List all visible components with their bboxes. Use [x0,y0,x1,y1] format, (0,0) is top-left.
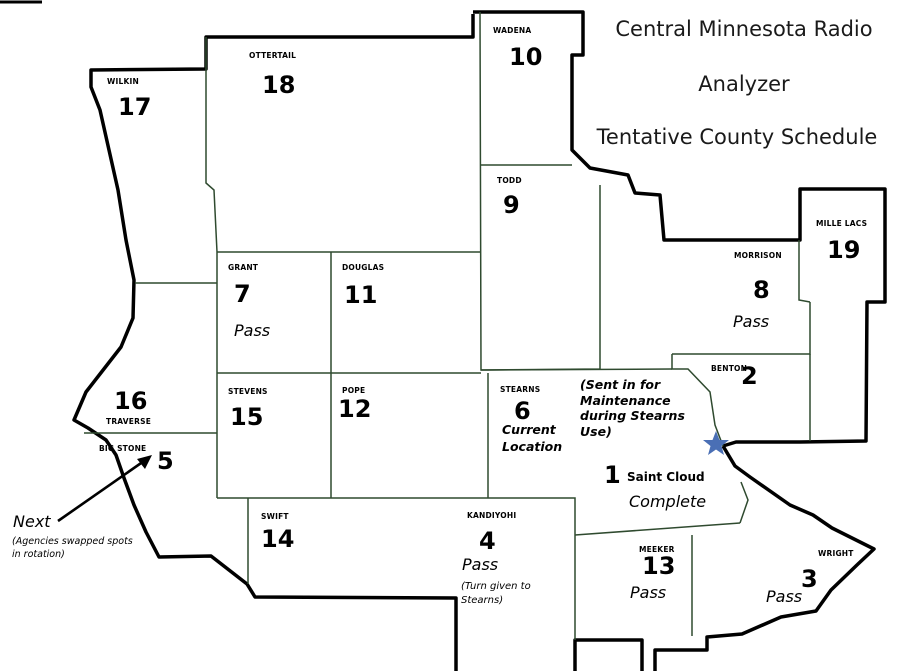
map-title-line-2: Analyzer [698,72,790,96]
county-name-stearns: STEARNS [500,385,541,394]
county-note-benton: (Sent in for Maintenance during Stearns … [580,377,685,439]
county-order-stevens: 15 [230,403,264,431]
county-order-traverse: 16 [114,387,148,415]
county-lines [84,11,811,640]
county-note-kandiyohi: (Turn given to Stearns) [461,581,531,606]
county-order-grant: 7 [234,280,251,308]
saint-cloud-star-icon [703,431,729,455]
county-order-stearns: 6 [514,397,531,425]
county-order-wright: 3 [801,565,818,593]
county-name-benton: BENTON [711,364,748,373]
county-name-swift: SWIFT [261,512,289,521]
callout-note: (Agencies swapped spots in rotation) [12,536,133,560]
county-order-wadena: 10 [509,43,543,71]
map-title-line-1: Central Minnesota Radio [615,17,873,41]
county-order-meeker: 13 [642,552,676,580]
county-order-benton: 2 [741,362,758,390]
county-status-morrison: Pass [733,312,770,331]
county-order-wilkin: 17 [118,93,152,121]
county-name-morrison: MORRISON [734,251,782,260]
county-name-stevens: STEVENS [228,387,268,396]
county-name-kandiyohi: KANDIYOHI [467,511,517,520]
saint-cloud-order: 1 [604,461,621,489]
county-order-kandiyohi: 4 [479,527,496,555]
county-order-ottertail: 18 [262,71,296,99]
county-status-kandiyohi: Pass [462,555,499,574]
county-name-wadena: WADENA [493,26,532,35]
county-name-ottertail: OTTERTAIL [249,51,297,60]
saint-cloud-label: Saint Cloud [627,470,705,484]
county-order-todd: 9 [503,191,520,219]
county-order-mille-lacs: 19 [827,236,861,264]
map-title-line-3: Tentative County Schedule [596,125,878,149]
county-name-grant: GRANT [228,263,259,272]
county-name-wilkin: WILKIN [107,77,139,86]
county-order-pope: 12 [338,395,372,423]
county-order-swift: 14 [261,525,295,553]
county-order-morrison: 8 [753,276,770,304]
county-name-meeker: MEEKER [639,545,675,554]
callout-label: Next [13,512,51,531]
callout-arrow [57,455,152,523]
region-outer-boundary [72,10,887,671]
county-status-stearns: Current Location [502,422,563,454]
county-name-traverse: TRAVERSE [106,417,152,426]
county-status-meeker: Pass [630,583,667,602]
county-name-todd: TODD [497,176,522,185]
saint-cloud-status: Complete [629,492,707,511]
county-name-douglas: DOUGLAS [342,263,385,272]
county-name-big-stone: BIG STONE [99,444,147,453]
county-name-mille-lacs: MILLE LACS [816,219,868,228]
county-order-douglas: 11 [344,281,378,309]
county-status-wright: Pass [766,587,803,606]
county-name-pope: POPE [342,386,366,395]
county-status-grant: Pass [234,321,271,340]
county-name-wright: WRIGHT [818,549,854,558]
county-order-big-stone: 5 [157,447,174,475]
